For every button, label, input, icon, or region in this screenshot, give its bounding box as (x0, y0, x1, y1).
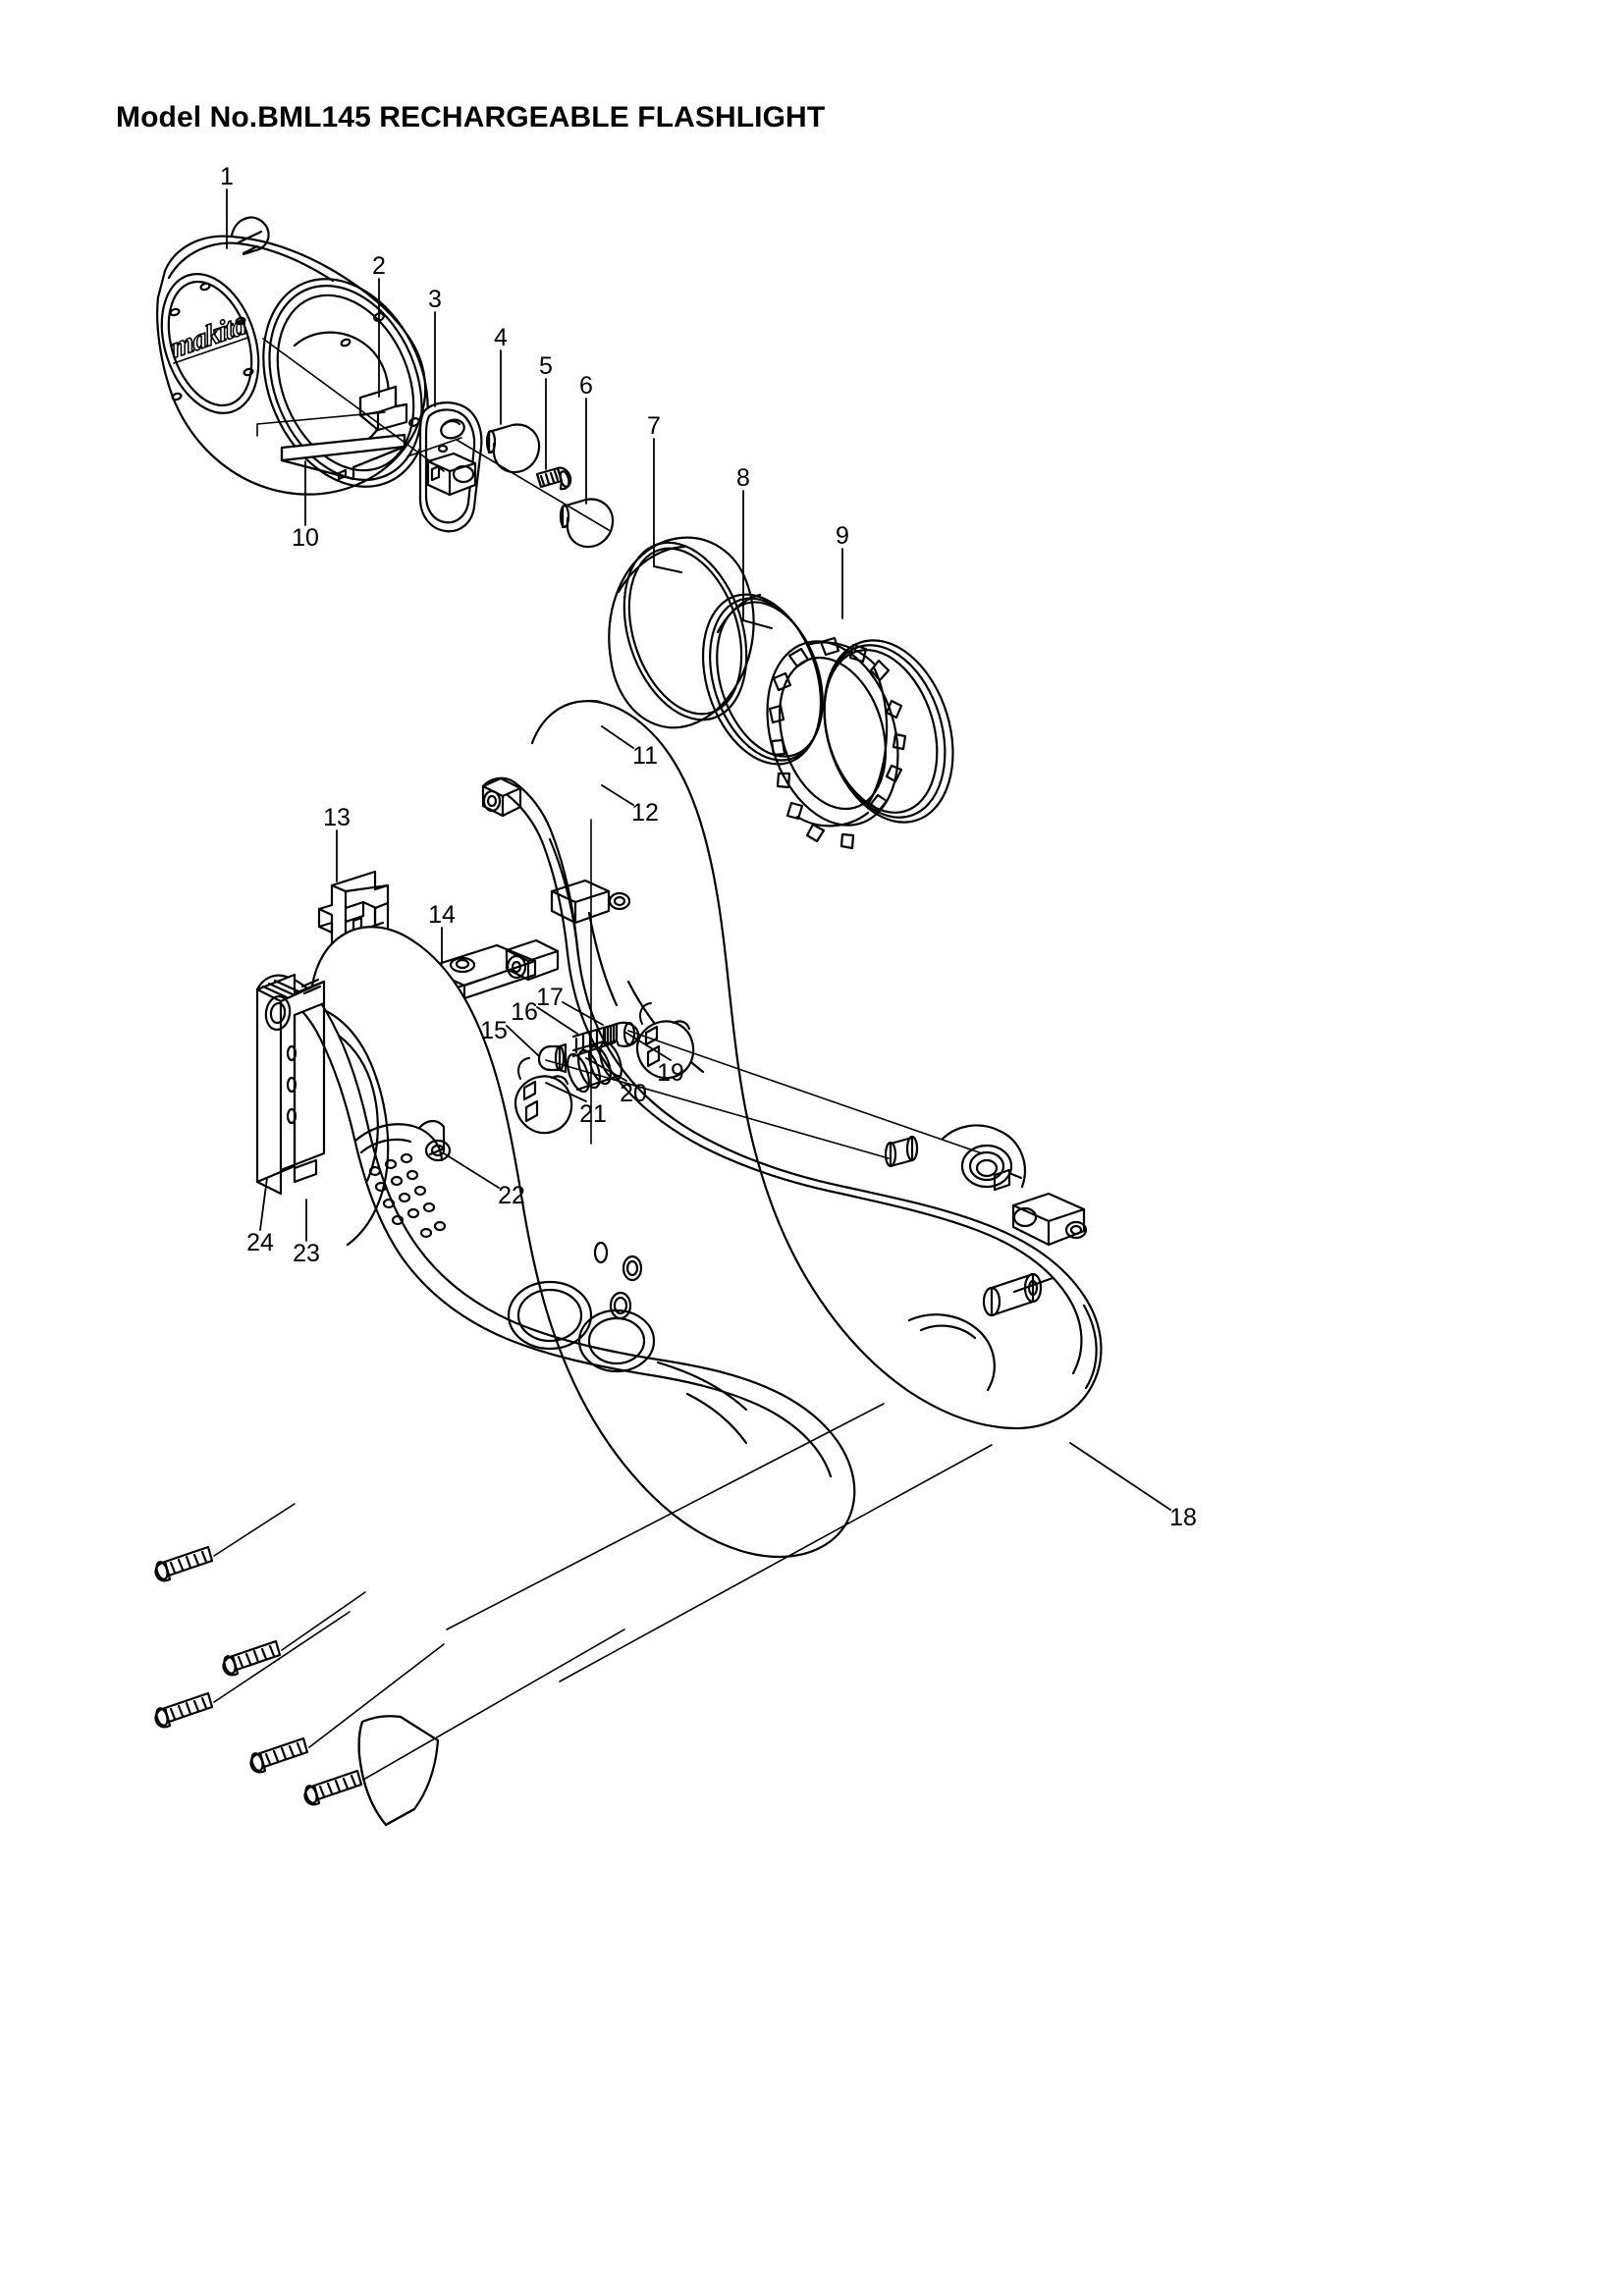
screw-c (154, 1691, 214, 1729)
callout-4: 4 (494, 324, 508, 351)
part-bulb-socket-plate (418, 401, 483, 533)
callout-8: 8 (736, 464, 750, 492)
leader-line-18 (1069, 1442, 1171, 1511)
callout-18: 18 (1169, 1504, 1197, 1531)
screw-d (249, 1736, 309, 1774)
part-housing-left-half (255, 926, 856, 1559)
callout-24: 24 (246, 1229, 274, 1256)
screw-23 (303, 1769, 363, 1806)
part-reflector (608, 536, 755, 729)
part-terminal-strip (280, 433, 406, 481)
callout-9: 9 (836, 522, 849, 550)
callout-1: 1 (220, 163, 234, 190)
leader-line-22 (443, 1152, 500, 1189)
leader-line-19 (623, 1031, 672, 1061)
callout-15: 15 (480, 1017, 508, 1044)
part-terminal-contact (603, 1021, 640, 1047)
callout-19: 19 (657, 1059, 684, 1087)
part-bulb-spare (559, 498, 615, 549)
part-bulb-installed (485, 423, 541, 474)
part-terminal-holder-19 (635, 1002, 695, 1080)
leader-line-21 (545, 1082, 587, 1102)
assembly-reference-lines (213, 338, 993, 1781)
callout-12: 12 (631, 799, 659, 827)
leader-line-20 (585, 1057, 627, 1082)
callout-16: 16 (511, 998, 538, 1026)
part-terminal-holder-21 (514, 1057, 573, 1135)
part-rubber-pad (357, 1715, 440, 1827)
part-housing-right-half (481, 700, 1103, 1430)
callout-13: 13 (323, 804, 351, 831)
callout-6: 6 (579, 372, 593, 400)
leader-line-16 (536, 1006, 578, 1035)
callout-10: 10 (292, 524, 319, 552)
callout-14: 14 (428, 901, 456, 929)
part-rubber-bushing (537, 1042, 568, 1074)
vent-holes (368, 1152, 447, 1239)
callout-22: 22 (498, 1182, 525, 1209)
leader-lines (226, 188, 1171, 1511)
screw-b (222, 1639, 282, 1677)
bezel-teeth (768, 636, 907, 850)
leader-line-24 (259, 1177, 268, 1231)
callout-7: 7 (647, 412, 661, 440)
screw-a (154, 1545, 214, 1582)
callout-5: 5 (539, 352, 553, 380)
page-title: Model No.BML145 RECHARGEABLE FLASHLIGHT (116, 101, 826, 133)
callout-3: 3 (428, 286, 442, 313)
callout-23: 23 (293, 1240, 320, 1267)
leader-line-17 (562, 1001, 604, 1026)
callout-21: 21 (579, 1100, 607, 1128)
callout-2: 2 (372, 252, 386, 280)
callout-17: 17 (536, 984, 564, 1011)
part-screw-5 (535, 466, 572, 491)
leader-line-11 (601, 725, 634, 749)
part-compression-spring (571, 1025, 609, 1054)
part-bezel-ring (766, 636, 954, 850)
leader-line-12 (601, 784, 634, 806)
callout-20: 20 (620, 1080, 647, 1107)
callout-11: 11 (632, 742, 658, 770)
screws-group (154, 1545, 363, 1806)
part-head-housing: makita (156, 216, 429, 496)
leader-line-15 (506, 1025, 540, 1057)
